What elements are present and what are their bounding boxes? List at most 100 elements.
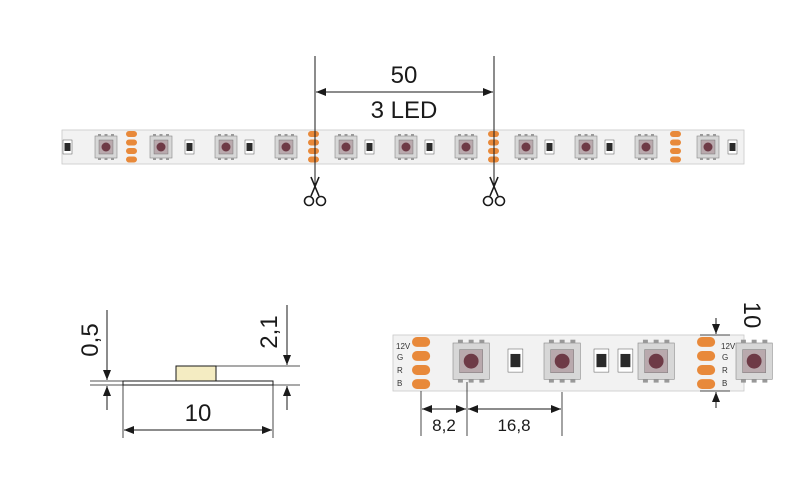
segment-length-dimension: 50 3 LED <box>314 56 495 188</box>
pad-label-voltage: 12V <box>721 342 736 351</box>
led-pin <box>751 339 757 343</box>
strip-thickness-label: 0,5 <box>77 323 104 356</box>
smd-led <box>274 134 298 160</box>
led-pin <box>464 158 468 160</box>
led-pin <box>570 379 576 383</box>
led-pin <box>231 134 234 136</box>
led-pin <box>111 134 114 136</box>
solder-pads <box>670 131 681 163</box>
led-pin <box>751 379 757 383</box>
led-pin <box>706 158 710 160</box>
led-pin <box>651 134 654 136</box>
led-pin <box>153 158 156 160</box>
led-pin <box>278 134 281 136</box>
solder-pads <box>412 337 431 389</box>
led-pin <box>638 158 641 160</box>
led-pin <box>713 158 716 160</box>
resistor-core <box>366 143 373 151</box>
strip-components <box>62 131 738 163</box>
led-pin <box>411 134 414 136</box>
detail-width-dimension: 10 <box>700 302 765 408</box>
led-pin <box>531 158 534 160</box>
led-core <box>221 142 231 152</box>
led-pin <box>458 158 461 160</box>
smd-led <box>94 134 118 160</box>
scissors-icon <box>482 176 506 207</box>
led-pin <box>104 158 108 160</box>
smd-led <box>735 339 773 383</box>
smd-resistor <box>244 139 255 155</box>
led-core <box>281 142 291 152</box>
led-pin <box>591 134 594 136</box>
smd-led <box>514 134 538 160</box>
solder-pads <box>697 337 716 389</box>
led-pin <box>664 379 670 383</box>
solder-pad <box>670 139 681 146</box>
smd-resistor <box>424 139 435 155</box>
resistor-core <box>186 143 193 151</box>
solder-pad <box>308 131 319 137</box>
solder-pad <box>308 148 319 154</box>
strip-cross-section: 0,5 2,1 10 <box>77 305 300 438</box>
led-pin <box>664 339 670 343</box>
led-pin <box>153 134 156 136</box>
resistor-core <box>620 353 631 368</box>
solder-pad <box>412 337 431 347</box>
solder-pad <box>670 156 681 163</box>
led-pin <box>351 134 354 136</box>
led-pin <box>479 379 485 383</box>
led-pin <box>338 158 341 160</box>
led-pin <box>653 339 659 343</box>
led-pin <box>224 158 228 160</box>
led-pin <box>411 158 414 160</box>
led-pin <box>548 339 554 343</box>
smd-resistor <box>593 348 610 373</box>
led-pin <box>398 134 401 136</box>
smd-resistor <box>617 348 634 373</box>
led-pin <box>284 158 288 160</box>
led-core <box>401 142 411 152</box>
led-pin <box>284 134 288 136</box>
solder-pad <box>412 379 431 389</box>
smd-resistor <box>544 139 555 155</box>
resistor-core <box>426 143 433 151</box>
led-core <box>341 142 351 152</box>
led-profile <box>175 365 217 382</box>
smd-led <box>452 339 490 383</box>
resistor-core <box>729 143 736 151</box>
resistor-core <box>546 143 553 151</box>
led-pin <box>479 339 485 343</box>
led-pin <box>457 379 463 383</box>
pad-label-r: R <box>397 366 403 375</box>
solder-pad <box>126 131 137 137</box>
led-core <box>641 142 651 152</box>
led-pin <box>404 158 408 160</box>
led-pin <box>458 134 461 136</box>
solder-pads <box>308 131 319 163</box>
solder-pads <box>126 131 137 163</box>
pad-label-voltage: 12V <box>396 342 411 351</box>
smd-led <box>543 339 581 383</box>
led-pin <box>338 134 341 136</box>
led-pin <box>468 339 474 343</box>
led-pin <box>559 379 565 383</box>
pad-label-b: B <box>722 379 727 388</box>
led-pin <box>471 134 474 136</box>
led-core <box>648 353 664 369</box>
led-pin <box>344 158 348 160</box>
total-height-label: 2,1 <box>256 315 283 348</box>
solder-pad <box>308 139 319 146</box>
led-pin <box>291 134 294 136</box>
led-pin <box>578 158 581 160</box>
led-pin <box>524 158 528 160</box>
solder-pad <box>412 365 431 375</box>
led-pin <box>713 134 716 136</box>
led-core <box>703 142 713 152</box>
led-pin <box>570 339 576 343</box>
resistor-core <box>64 143 71 151</box>
led-pin <box>584 158 588 160</box>
smd-led <box>149 134 173 160</box>
led-pin <box>231 158 234 160</box>
smd-led <box>637 339 675 383</box>
led-pin <box>404 134 408 136</box>
